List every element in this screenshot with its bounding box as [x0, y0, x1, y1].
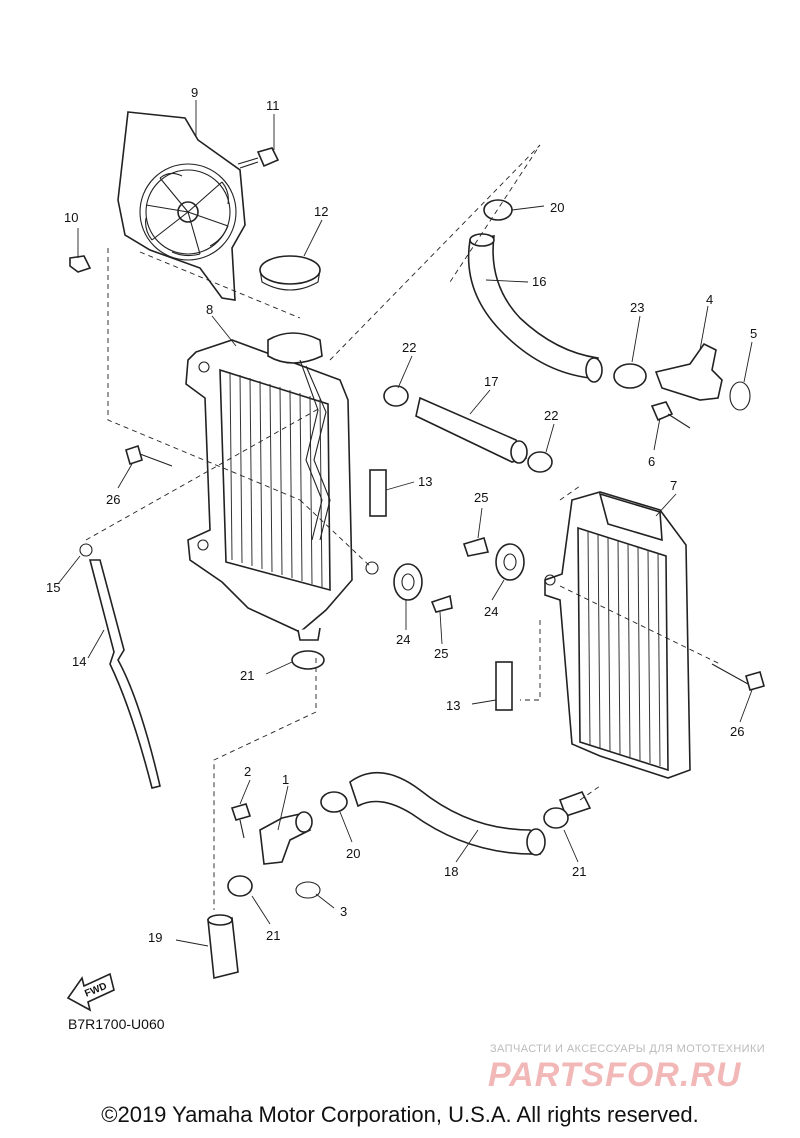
callout-7: 7 — [670, 478, 677, 493]
callout-23: 23 — [630, 300, 644, 315]
callout-20-upper: 20 — [550, 200, 564, 215]
callout-26-left: 26 — [106, 492, 120, 507]
callout-9: 9 — [191, 85, 198, 100]
callout-25-right: 25 — [474, 490, 488, 505]
callout-6: 6 — [648, 454, 655, 469]
callout-24-right: 24 — [484, 604, 498, 619]
clamp-part-21-left — [291, 650, 325, 670]
callout-21-right: 21 — [572, 864, 586, 879]
callout-3: 3 — [340, 904, 347, 919]
callout-13-upper: 13 — [418, 474, 432, 489]
callout-2: 2 — [244, 764, 251, 779]
grommet-part-24-left — [393, 563, 423, 601]
o-ring-part-5 — [729, 381, 751, 411]
callout-25-left: 25 — [434, 646, 448, 661]
callout-15: 15 — [46, 580, 60, 595]
left-radiator-part-8 — [185, 332, 379, 641]
housing-part-4 — [654, 342, 723, 401]
callout-8: 8 — [206, 302, 213, 317]
clamp-part-21-right — [543, 807, 569, 829]
callout-14: 14 — [72, 654, 86, 669]
hose-part-17 — [415, 396, 528, 463]
callout-1: 1 — [282, 772, 289, 787]
callout-5: 5 — [750, 326, 757, 341]
callout-10: 10 — [64, 210, 78, 225]
clamp-part-22-left — [383, 385, 409, 407]
clamp-part-21-lower-left — [227, 875, 253, 897]
hose-part-19 — [207, 917, 239, 979]
callout-21-left: 21 — [240, 668, 254, 683]
collar-part-25-left — [430, 594, 453, 613]
right-radiator-part-7 — [544, 491, 691, 818]
clamp-part-20-upper — [483, 199, 513, 221]
o-ring-part-3 — [295, 881, 321, 899]
callout-18: 18 — [444, 864, 458, 879]
clamp-part-23 — [613, 363, 647, 389]
hose-part-18 — [349, 771, 542, 855]
callout-21-lower-left: 21 — [266, 928, 280, 943]
diagram-code: B7R1700-U060 — [68, 1016, 165, 1032]
bolt-part-11 — [237, 147, 280, 169]
callout-4: 4 — [706, 292, 713, 307]
fan-shroud-part-9 — [117, 111, 246, 301]
copyright-notice: ©2019 Yamaha Motor Corporation, U.S.A. A… — [101, 1102, 699, 1127]
callout-22-right: 22 — [544, 408, 558, 423]
bolt-part-2 — [230, 803, 252, 821]
callout-26-right: 26 — [730, 724, 744, 739]
radiator-cap-part-12 — [259, 255, 321, 291]
callout-12: 12 — [314, 204, 328, 219]
callout-24-left: 24 — [396, 632, 410, 647]
callout-16: 16 — [532, 274, 546, 289]
callout-22-left: 22 — [402, 340, 416, 355]
clamp-part-15 — [79, 543, 93, 557]
bolt-part-26-left — [125, 444, 173, 467]
watermark-tagline: ЗАПЧАСТИ И АКСЕССУАРЫ ДЛЯ МОТОТЕХНИКИ — [490, 1043, 766, 1055]
collar-part-25-right — [462, 537, 490, 557]
clamp-part-20-lower — [320, 791, 348, 813]
nut-part-10 — [69, 255, 92, 273]
callout-13-lower: 13 — [446, 698, 460, 713]
bolt-part-6 — [650, 401, 691, 429]
callout-19: 19 — [148, 930, 162, 945]
breather-hose-part-14 — [88, 559, 161, 789]
grommet-part-24-right — [495, 543, 525, 581]
bolt-part-26-right — [711, 663, 765, 691]
clamp-part-22-right — [527, 451, 553, 473]
callout-17: 17 — [484, 374, 498, 389]
fwd-arrow-icon: FWD — [66, 972, 115, 1012]
clip-part-13-upper — [369, 469, 387, 517]
watermark-logo: PARTSFOR.RU — [488, 1056, 742, 1094]
clip-part-13-lower — [495, 661, 513, 711]
callout-20-lower: 20 — [346, 846, 360, 861]
callout-11: 11 — [266, 98, 280, 113]
hose-part-16 — [467, 235, 600, 379]
